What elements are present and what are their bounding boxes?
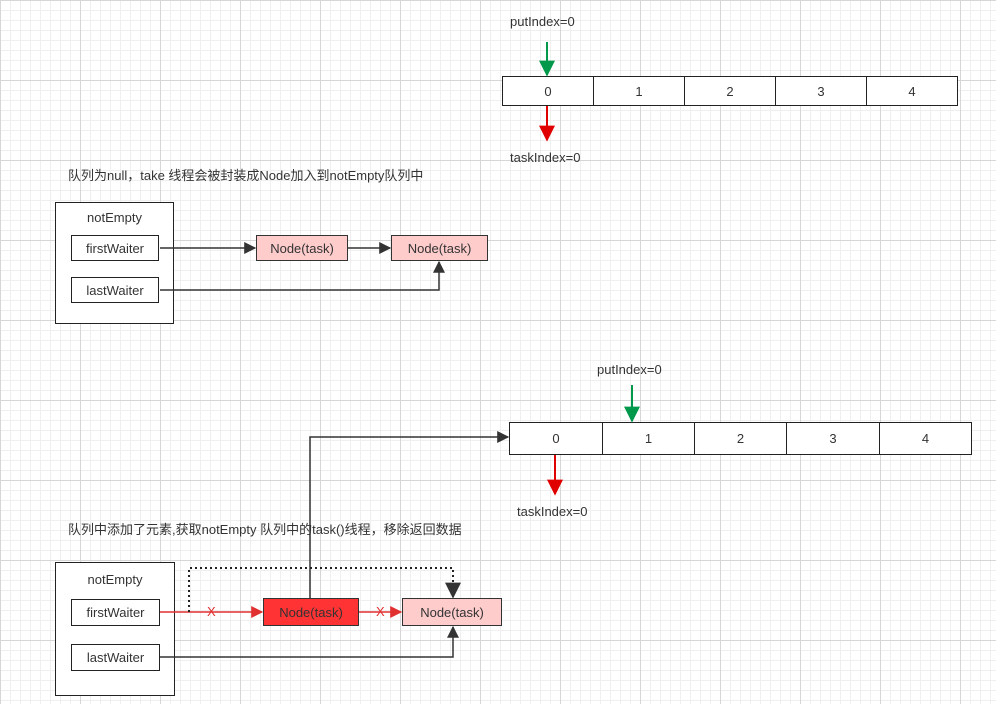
array-cell-2: 2 <box>694 422 787 455</box>
condition-title-2: notEmpty <box>87 572 143 587</box>
array-cell-1: 1 <box>593 76 685 106</box>
array-cell-2: 2 <box>684 76 776 106</box>
node-task-2a-active: Node(task) <box>263 598 359 626</box>
active-node-to-array-arrow <box>309 431 510 598</box>
caption-2: 队列中添加了元素,获取notEmpty 队列中的task()线程，移除返回数据 <box>68 522 462 537</box>
node-task-2b: Node(task) <box>402 598 502 626</box>
task-index-label-2: taskIndex=0 <box>517 504 588 519</box>
array-cell-3: 3 <box>775 76 867 106</box>
not-empty-condition-1: notEmpty <box>55 202 174 324</box>
condition-title-1: notEmpty <box>87 210 142 225</box>
put-index-label-1: putIndex=0 <box>510 14 575 29</box>
node-task-1b: Node(task) <box>391 235 488 261</box>
last-waiter-to-node-arrow-2 <box>160 625 459 658</box>
not-empty-condition-2: notEmpty <box>55 562 175 696</box>
array-cell-4: 4 <box>879 422 972 455</box>
caption-1: 队列为null，take 线程会被封装成Node加入到notEmpty队列中 <box>68 168 424 183</box>
array-cell-3: 3 <box>786 422 880 455</box>
node-task-1a: Node(task) <box>256 235 348 261</box>
first-waiter-field-1: firstWaiter <box>71 235 159 261</box>
last-waiter-to-node-arrow-1 <box>160 260 445 291</box>
last-waiter-field-1: lastWaiter <box>71 277 159 303</box>
array-cell-0: 0 <box>509 422 603 455</box>
last-waiter-field-2: lastWaiter <box>71 644 160 671</box>
first-waiter-new-link-dotted <box>188 567 461 612</box>
task-index-label-1: taskIndex=0 <box>510 150 581 165</box>
put-index-label-2: putIndex=0 <box>597 362 662 377</box>
first-waiter-field-2: firstWaiter <box>71 599 160 626</box>
array-cell-4: 4 <box>866 76 958 106</box>
